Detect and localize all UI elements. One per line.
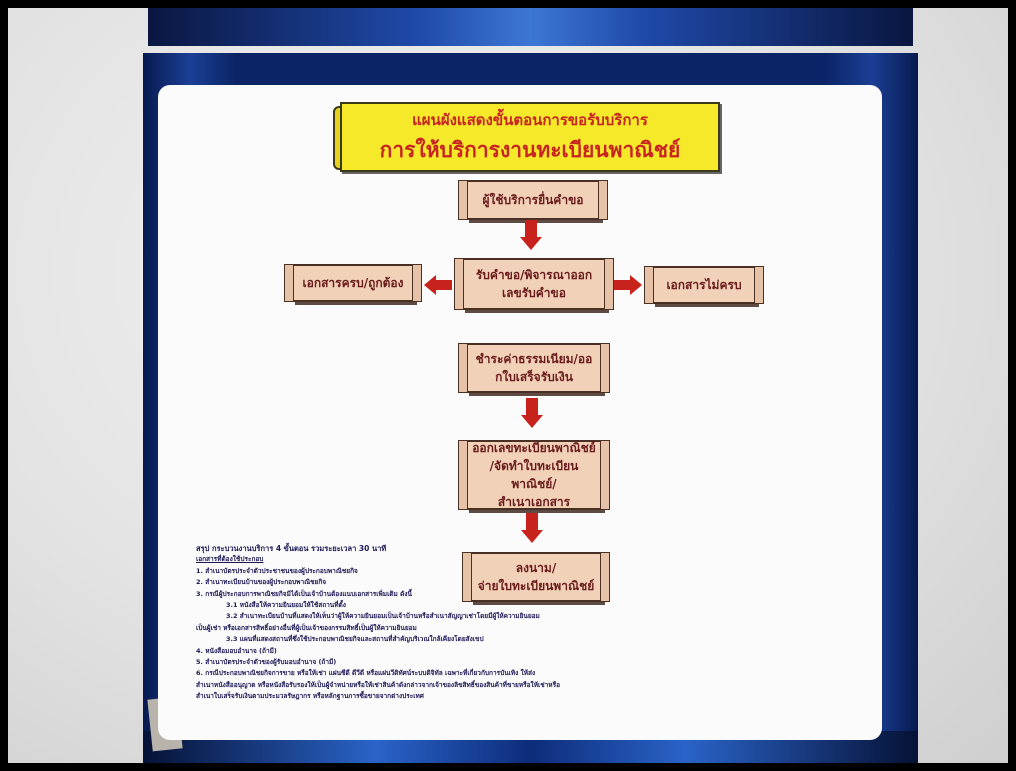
notes-item: 3.2 สำเนาทะเบียนบ้านที่แสดงให้เห็นว่าผู้… [226, 612, 540, 621]
notes-item: 4. หนังสือมอบอำนาจ (ถ้ามี) [196, 646, 277, 655]
notes-summary: สรุป กระบวนงานบริการ 4 ขั้นตอน รวมระยะเว… [196, 544, 387, 553]
flow-step4-line1: ออกเลขทะเบียนพาณิชย์ [472, 441, 596, 455]
notes-item: 5. สำเนาบัตรประจำตัวของผู้รับมอบอำนาจ (ถ… [196, 658, 337, 667]
notes-item: 1. สำเนาบัตรประจำตัวประชาชนของผู้ประกอบพ… [196, 566, 358, 575]
notes-item: เป็นผู้เช่า หรือเอกสารสิทธิ์อย่างอื่นที่… [196, 623, 417, 632]
flow-step4: ออกเลขทะเบียนพาณิชย์ /จัดทำใบทะเบียนพาณิ… [458, 440, 610, 510]
notes-item: สำเนาหนังสืออนุญาต หรือหนังสือรับรองให้เ… [196, 680, 560, 689]
notes-block: สรุป กระบวนงานบริการ 4 ขั้นตอน รวมระยะเว… [196, 543, 596, 703]
banner-line2: การให้บริการงานทะเบียนพาณิชย์ [379, 137, 681, 162]
board-top-strip [148, 8, 913, 46]
flow-step2-line1: รับคำขอ/พิจารณาออก [475, 268, 593, 282]
arrow-to-right-branch [614, 275, 642, 295]
notes-item: 3.3 แผนที่แสดงสถานที่ซึ่งใช้ประกอบพาณิชย… [226, 635, 484, 644]
flow-step3-line1: ชำระค่าธรรมเนียม/ออ [475, 352, 593, 366]
notes-item: 3.1 หนังสือให้ความยินยอมให้ใช้สถานที่ตั้… [226, 601, 346, 610]
notes-item: 3. กรณีผู้ประกอบการพาณิชยกิจมิได้เป็นเจ้… [196, 589, 412, 598]
flow-left-branch: เอกสารครบ/ถูกต้อง [284, 264, 422, 302]
flow-step5-line2: จ่ายใบทะเบียนพาณิชย์ [477, 579, 595, 593]
flow-step3: ชำระค่าธรรมเนียม/ออ กใบเสร็จรับเงิน [458, 343, 610, 393]
notes-item: 2. สำเนาทะเบียนบ้านของผู้ประกอบพาณิชยกิจ [196, 578, 327, 587]
flow-right-branch: เอกสารไม่ครบ [644, 266, 764, 304]
notes-item: 6. กรณีประกอบพาณิชยกิจการขาย หรือให้เช่า… [196, 669, 536, 678]
flow-right-branch-label: เอกสารไม่ครบ [666, 278, 742, 292]
flow-step4-line2: /จัดทำใบทะเบียนพาณิชย์/ [489, 459, 579, 491]
flow-left-branch-label: เอกสารครบ/ถูกต้อง [302, 276, 404, 290]
banner-line1: แผนผังแสดงขั้นตอนการขอรับบริการ [412, 110, 648, 129]
flow-step5-line1: ลงนาม/ [515, 561, 557, 575]
arrow-step3-step4 [521, 398, 543, 428]
flow-step4-line3: สำเนาเอกสาร [497, 495, 571, 509]
flow-step3-line2: กใบเสร็จรับเงิน [495, 370, 573, 384]
flow-step1-label: ผู้ใช้บริการยื่นคำขอ [482, 193, 584, 207]
notes-item: สำเนาใบเสร็จรับเงินตามประมวลรัษฎากร หรือ… [196, 692, 424, 701]
notes-header: เอกสารที่ต้องใช้ประกอบ [196, 555, 264, 564]
arrow-step1-step2 [520, 220, 542, 250]
flow-step1: ผู้ใช้บริการยื่นคำขอ [458, 180, 608, 220]
arrow-to-left-branch [424, 275, 452, 295]
arrow-step4-step5 [521, 513, 543, 543]
title-banner: แผนผังแสดงขั้นตอนการขอรับบริการ การให้บร… [340, 102, 720, 172]
flow-step5: ลงนาม/ จ่ายใบทะเบียนพาณิชย์ [462, 552, 610, 602]
flow-step2-line2: เลขรับคำขอ [502, 286, 566, 300]
flow-step2: รับคำขอ/พิจารณาออก เลขรับคำขอ [454, 258, 614, 310]
